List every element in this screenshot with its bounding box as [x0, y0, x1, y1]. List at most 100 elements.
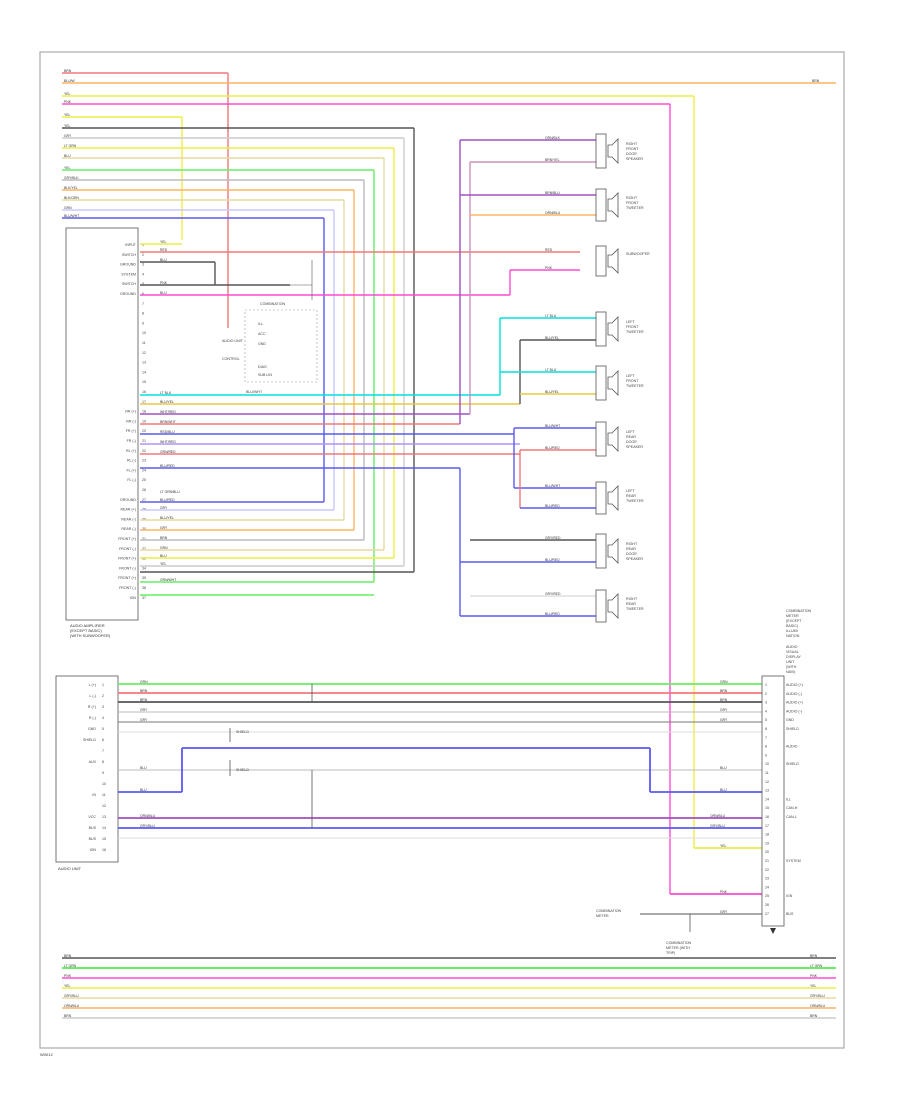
- meter-header: BASIC): [786, 624, 798, 628]
- meter-pin-number: 12: [765, 780, 769, 784]
- amplifier-wire-label: GRN: [160, 546, 168, 550]
- meter-pin-number: 6: [765, 727, 767, 731]
- meter-header2: DISPLAY: [786, 655, 802, 659]
- amplifier-pin-number: 35: [142, 576, 146, 580]
- amplifier-wire-label: GRN/WHT: [160, 578, 176, 582]
- meter-pin-label: AUDIO (+): [786, 701, 803, 705]
- meter-pin-number: 25: [765, 894, 769, 898]
- amplifier-wire-label: BLU: [160, 291, 167, 295]
- meter-pin-number: 14: [765, 797, 769, 801]
- bus-wire-label: PNK: [720, 890, 728, 894]
- bus-wire-label: GRY: [720, 718, 728, 722]
- audio-unit-pin-label: BUS: [89, 826, 97, 830]
- meter-header: ILLUMI: [786, 629, 798, 633]
- speaker-name: REAR: [626, 547, 636, 551]
- amplifier-pin-label: SYSTEM: [121, 272, 136, 276]
- speaker-name: RIGHT: [626, 142, 638, 146]
- amplifier-name: AUDIO AMPLIFIER: [70, 623, 105, 628]
- amplifier-pin-number: 27: [142, 498, 146, 502]
- meter-header2: VISUAL: [786, 650, 799, 654]
- speaker-name: SUBWOOFER: [626, 252, 650, 256]
- audio-unit-pin-number: 9: [102, 771, 104, 775]
- speaker-icon: [607, 593, 619, 619]
- speaker-name: RIGHT: [626, 597, 638, 601]
- meter-pin-label: AUDIO (-): [786, 709, 802, 713]
- speaker-name: TWEETER: [626, 499, 644, 503]
- speaker-wire-label: BLU/YEL: [545, 390, 559, 394]
- shield-label: SHIELD: [236, 730, 249, 734]
- amplifier-pin-number: 21: [142, 439, 146, 443]
- amplifier-pin-label: GROUND: [120, 498, 136, 502]
- audio-unit-pin-label: IGN: [90, 848, 97, 852]
- amplifier-pin-label: FRONT (+): [118, 576, 136, 580]
- bus-wire-label: GRN: [720, 680, 728, 684]
- amplifier-pin-number: 26: [142, 488, 146, 492]
- speaker-name: SPEAKER: [626, 557, 643, 561]
- amplifier-wire-label: LT GRN/BLU: [160, 490, 180, 494]
- speaker-connector: [595, 365, 607, 401]
- speaker-name: DOOR: [626, 552, 637, 556]
- amplifier-pin-label: REAR (-): [121, 517, 136, 521]
- meter-pin-number: 16: [765, 815, 769, 819]
- audio-unit-pin-label: GND: [88, 727, 96, 731]
- meter-pin-number: 7: [765, 736, 767, 740]
- speaker-wire-label: GRY/RED: [545, 536, 561, 540]
- top-wire-label: BRN: [64, 69, 72, 73]
- bottom-bus-label: BRN: [810, 1014, 818, 1018]
- bottom-bus-labels: BRN LT GRN PNK YEL GRY/BLU ORN/BLU BRN B…: [64, 954, 826, 1018]
- meter-pin-label: CAN-H: [786, 806, 798, 810]
- top-wire-label: LT GRN: [64, 144, 77, 148]
- amplifier-pin-label: FRONT (+): [118, 557, 136, 561]
- amplifier-wire-label: WHT/RED: [160, 410, 176, 414]
- amplifier-pin-label: GROUND: [120, 292, 136, 296]
- amplifier-pin-label: FL (-): [127, 478, 136, 482]
- amplifier-wire-label: BRN/WHT: [160, 420, 176, 424]
- amplifier-pin-label: RR (+): [125, 410, 136, 414]
- speaker-connector: [595, 188, 607, 222]
- amplifier-pin-number: 31: [142, 537, 146, 541]
- meter-bus-labels: GRN BRN BRN GRY GRY BLU BLU ORN/BLU GRY/…: [140, 680, 728, 914]
- speaker-wire-label: BLU/RED: [545, 558, 560, 562]
- amplifier-pin-number: 22: [142, 449, 146, 453]
- amplifier-pin-number: 17: [142, 400, 146, 404]
- speaker-wire-label: BLU/YEL: [545, 336, 559, 340]
- audio-unit-pin-number: 5: [102, 727, 104, 731]
- audio-unit-pin-number: 2: [102, 694, 104, 698]
- amplifier-pin-number: 14: [142, 370, 146, 374]
- bus-wire-label: BRN: [720, 698, 728, 702]
- amplifier-wire-label: GRY: [160, 526, 168, 530]
- amplifier-pin-number: 10: [142, 331, 146, 335]
- meter-pin-label: ILL: [786, 797, 791, 801]
- audio-unit-pin-number: 7: [102, 749, 104, 753]
- amplifier-pin-label: FR (-): [127, 439, 136, 443]
- amplifier-sub: (EXCEPT BASIC): [70, 628, 102, 633]
- meter-pin-number: 4: [765, 709, 767, 713]
- amplifier-wire-label: BLU: [160, 258, 167, 262]
- amplifier-wire-label: PNK: [160, 281, 168, 285]
- audio-unit-pin-number: 8: [102, 760, 104, 764]
- audio-unit-pin-label: R (-): [89, 716, 96, 720]
- top-wire-label: PNK: [64, 100, 72, 104]
- bus-wire-label: BLU: [140, 788, 147, 792]
- audio-unit-pin-label: R (+): [88, 705, 96, 709]
- bottom-bus-label: ORN/BLU: [64, 1004, 80, 1008]
- audio-unit-pin-number: 16: [102, 848, 106, 852]
- amplifier-pin-label: RL (-): [127, 459, 136, 463]
- meter-pin-label: AUDIO (-): [786, 692, 802, 696]
- amplifier-pin-label: FRONT (-): [119, 586, 136, 590]
- audio-unit-pin-number: 14: [102, 826, 106, 830]
- bottom-bus-label: YEL: [810, 984, 817, 988]
- amplifier-wire-label: BLU/YEL: [160, 516, 174, 520]
- amplifier-wires: [140, 243, 580, 596]
- top-wire-label: YEL: [64, 92, 71, 96]
- speaker-name: LEFT: [626, 489, 636, 493]
- amplifier-pin-number: 20: [142, 429, 146, 433]
- speaker-wire-label: BLU/WHT: [545, 424, 560, 428]
- speaker-icon: [607, 538, 619, 564]
